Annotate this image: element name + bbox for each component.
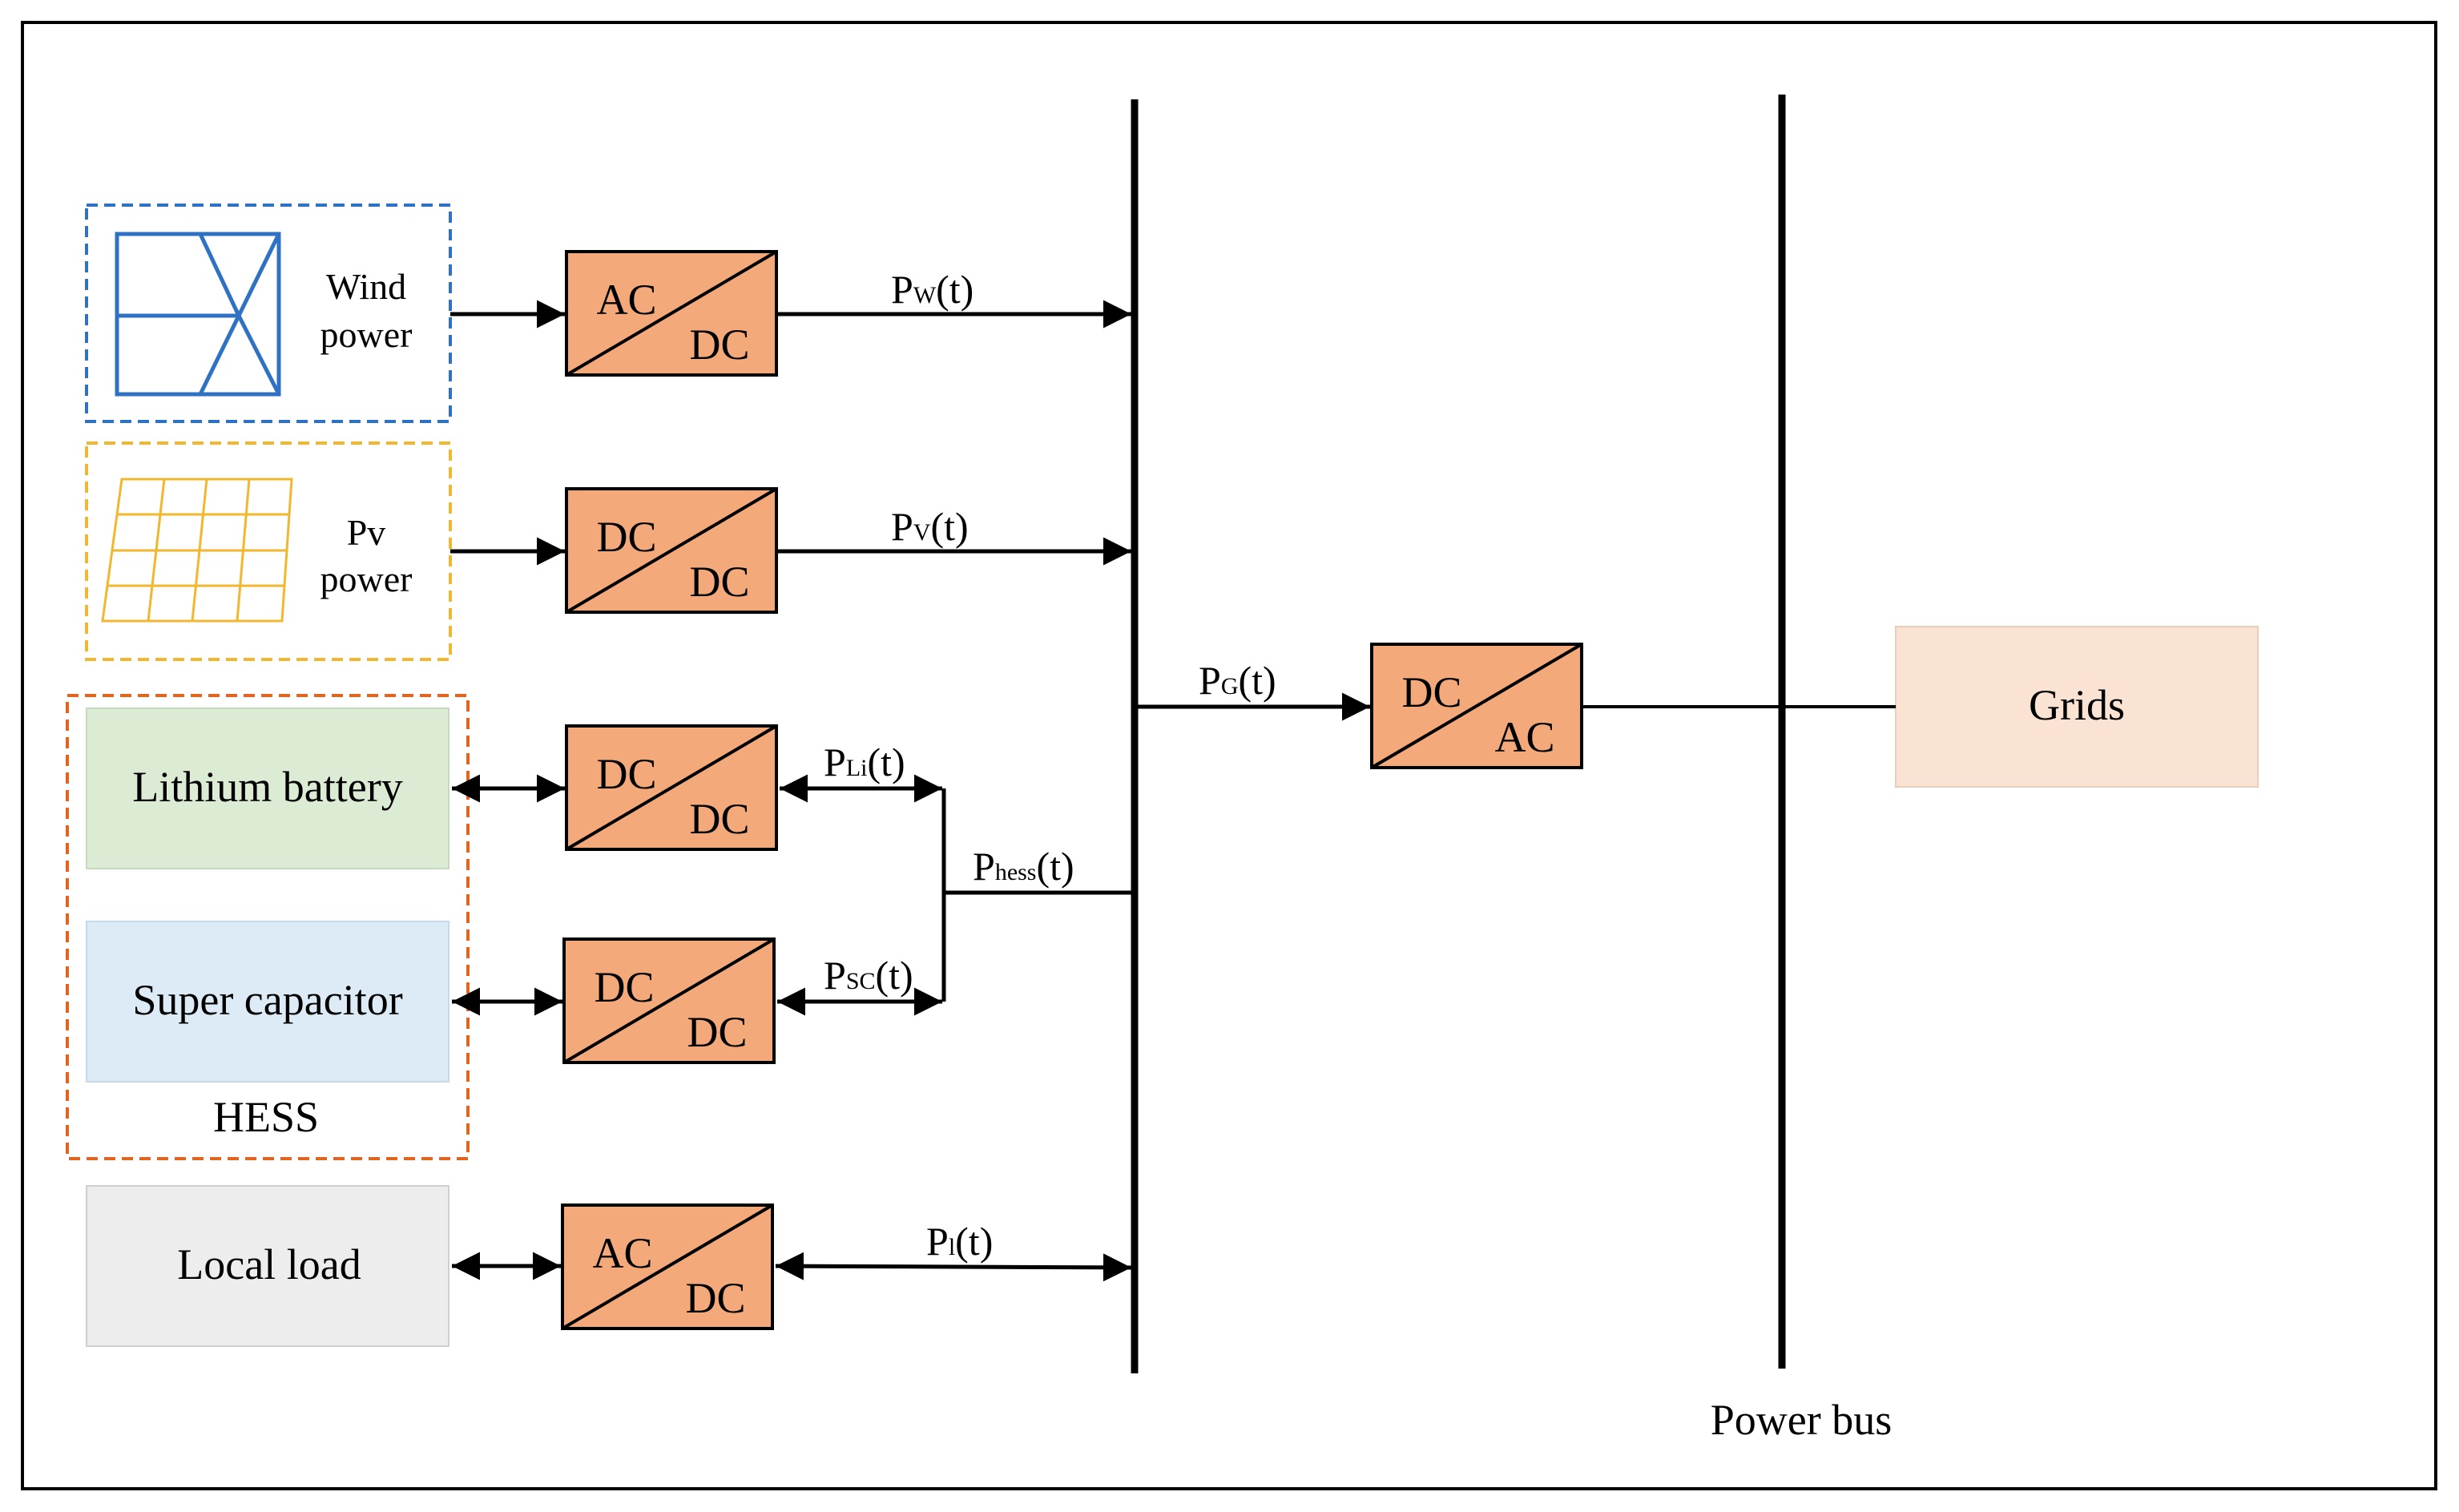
svg-text:AC: AC	[596, 276, 656, 324]
lithium-battery-box	[86, 708, 449, 869]
svg-text:AC: AC	[592, 1229, 652, 1277]
svg-text:DC: DC	[689, 558, 749, 606]
wind-label-line1: Wind	[326, 266, 406, 307]
super-capacitor-box	[86, 921, 449, 1083]
pv-label-line2: power	[320, 558, 413, 599]
svg-text:DC: DC	[689, 795, 749, 843]
local-load-box	[86, 1185, 449, 1347]
hess-group: Lithium battery Super capacitor HESS	[66, 694, 470, 1160]
svg-text:DC: DC	[596, 750, 656, 798]
wind-turbine-icon	[115, 232, 281, 397]
power-bus-label: Power bus	[1711, 1396, 1893, 1444]
grids-label: Grids	[2029, 681, 2125, 729]
converter-pv: DC DC	[565, 487, 778, 614]
lithium-battery-label: Lithium battery	[132, 763, 402, 811]
signal-pg: PG(t)	[1199, 658, 1276, 703]
converter-load: AC DC	[561, 1204, 774, 1330]
svg-text:AC: AC	[1494, 713, 1554, 761]
svg-text:DC: DC	[594, 963, 654, 1011]
signal-pw: PW(t)	[891, 267, 974, 312]
signal-pli: PLi(t)	[824, 740, 905, 784]
svg-text:DC: DC	[596, 513, 656, 561]
pv-label-line1: Pv	[347, 512, 386, 553]
svg-text:DC: DC	[687, 1008, 747, 1056]
wind-power-source: Wind power	[85, 204, 452, 423]
pv-power-source: Pv power	[85, 442, 452, 661]
signal-psc: PSC(t)	[824, 953, 913, 998]
svg-text:DC: DC	[689, 321, 749, 369]
signal-pl: Pl(t)	[926, 1219, 993, 1264]
super-capacitor-label: Super capacitor	[132, 976, 402, 1024]
signal-pv: PV(t)	[891, 504, 969, 549]
converter-battery: DC DC	[565, 724, 778, 851]
solar-panel-icon	[101, 478, 293, 623]
grids-box	[1895, 626, 2259, 788]
svg-text:DC: DC	[1401, 668, 1461, 716]
signal-phess: Phess(t)	[973, 844, 1074, 889]
local-load-label: Local load	[177, 1240, 361, 1288]
svg-text:DC: DC	[685, 1274, 745, 1322]
converter-grid: DC AC	[1370, 643, 1583, 769]
hess-label: HESS	[213, 1093, 319, 1141]
load-converter-to-bus-arrow	[775, 1252, 1132, 1282]
outer-frame	[21, 21, 2437, 1490]
converter-capacitor: DC DC	[562, 937, 776, 1064]
converter-wind: AC DC	[565, 250, 778, 377]
wind-label-line2: power	[320, 314, 413, 355]
